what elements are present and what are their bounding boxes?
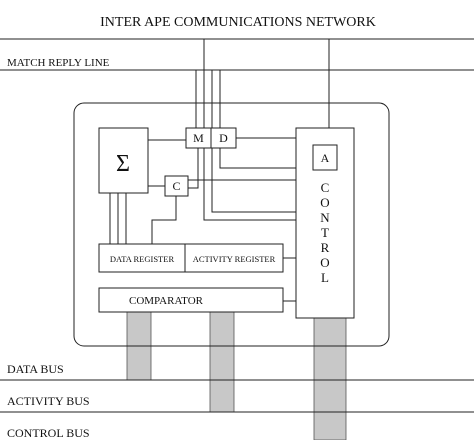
sigma-box: [98, 127, 149, 194]
activity-bus-connector: [209, 311, 235, 413]
activity-bus-label: ACTIVITY BUS: [7, 394, 90, 408]
c-label: C: [172, 179, 180, 193]
data-register-label: DATA REGISTER: [110, 254, 175, 264]
a-label: A: [321, 151, 330, 165]
m-label: M: [193, 131, 204, 145]
network-title: INTER APE COMMUNICATIONS NETWORK: [100, 15, 376, 30]
d-label: D: [219, 131, 228, 145]
control-label: C O N T R O L: [320, 180, 330, 285]
control-letter: L: [321, 270, 329, 285]
match-reply-label: MATCH REPLY LINE: [7, 57, 110, 69]
sigma-symbol: Σ: [116, 151, 130, 177]
activity-register-label: ACTIVITY REGISTER: [193, 254, 276, 264]
control-letter: O: [320, 255, 329, 270]
control-letter: N: [320, 210, 330, 225]
comparator-label: COMPARATOR: [129, 295, 204, 307]
control-bus-connector: [313, 317, 347, 440]
internal-wiring: [109, 137, 296, 302]
control-letter: O: [320, 195, 329, 210]
control-bus-label: CONTROL BUS: [7, 426, 90, 440]
ape-processor-box: [73, 102, 390, 347]
a-box: [312, 144, 338, 171]
control-letter: R: [321, 240, 330, 255]
data-bus-label: DATA BUS: [7, 362, 64, 376]
activity-register-box: [184, 243, 284, 273]
comparator-box: [98, 287, 284, 313]
control-letter: T: [321, 225, 329, 240]
control-letter: C: [321, 180, 330, 195]
